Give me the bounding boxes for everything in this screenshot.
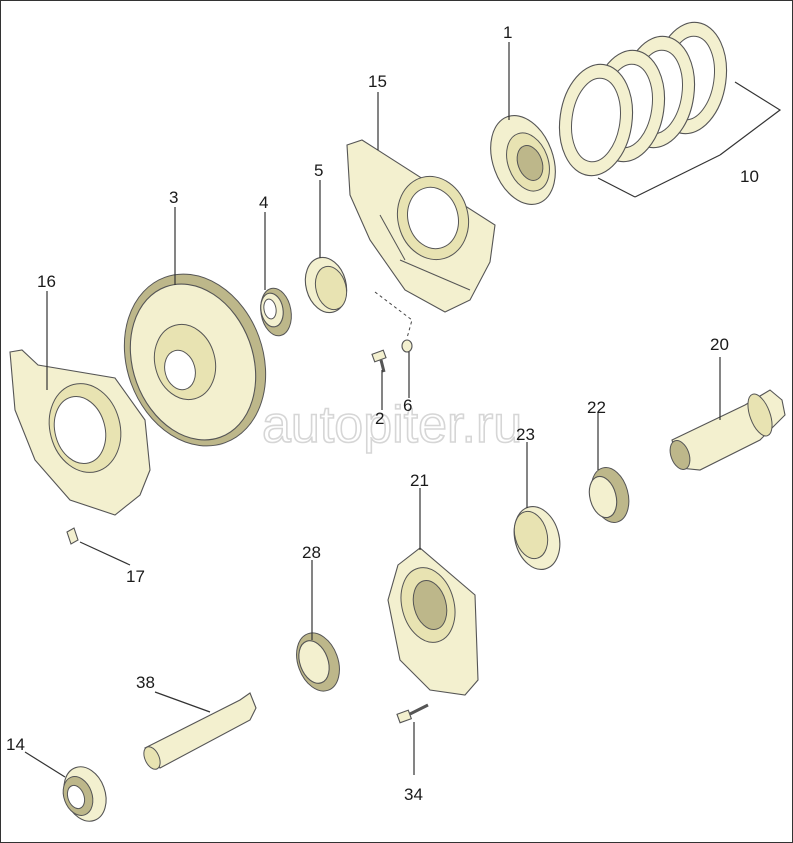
part-2-bolt: [371, 349, 387, 373]
callout-5: 5: [314, 161, 323, 180]
callout-6: 6: [403, 396, 412, 415]
watermark-text: autopiter.ru: [262, 396, 522, 454]
callout-28: 28: [302, 543, 321, 562]
callout-21: 21: [410, 471, 429, 490]
part-14-seal: [62, 766, 107, 822]
callout-2: 2: [375, 409, 384, 428]
callout-22: 22: [587, 398, 606, 417]
assembly-dashed-line: [374, 291, 413, 339]
part-20-shaft: [669, 389, 786, 471]
part-23-race: [513, 506, 561, 570]
callout-1: 1: [503, 23, 512, 42]
part-4-bearing: [260, 287, 292, 337]
part-1-cover: [490, 115, 556, 205]
watermark: autopiter.ru: [194, 395, 523, 455]
part-16-half-shield: [9, 349, 151, 516]
part-38-splined-shaft: [143, 692, 257, 770]
callout-3: 3: [169, 188, 178, 207]
callout-17: 17: [126, 567, 145, 586]
part-10-gaskets: [558, 21, 728, 177]
part-21-housing: [387, 547, 479, 696]
part-22-bearing: [588, 467, 630, 523]
callout-labels: 1 10 15 5 3 4 16 20 2 6 22 23 21 17 28 3…: [6, 23, 759, 804]
part-34-bolt: [396, 703, 429, 724]
part-17-clip: [66, 527, 79, 545]
part-3-gear: [123, 273, 267, 447]
callout-34: 34: [404, 785, 423, 804]
part-15-shield: [346, 139, 496, 313]
part-28-seal: [296, 632, 340, 692]
callout-16: 16: [37, 272, 56, 291]
callout-38: 38: [136, 673, 155, 692]
callout-15: 15: [368, 72, 387, 91]
part-5-race: [304, 256, 348, 314]
callout-14: 14: [6, 735, 25, 754]
leader-lines: [24, 42, 782, 778]
callout-23: 23: [516, 425, 535, 444]
part-6-washer: [401, 339, 413, 353]
callout-10: 10: [740, 167, 759, 186]
callout-4: 4: [259, 193, 268, 212]
callout-20: 20: [710, 335, 729, 354]
